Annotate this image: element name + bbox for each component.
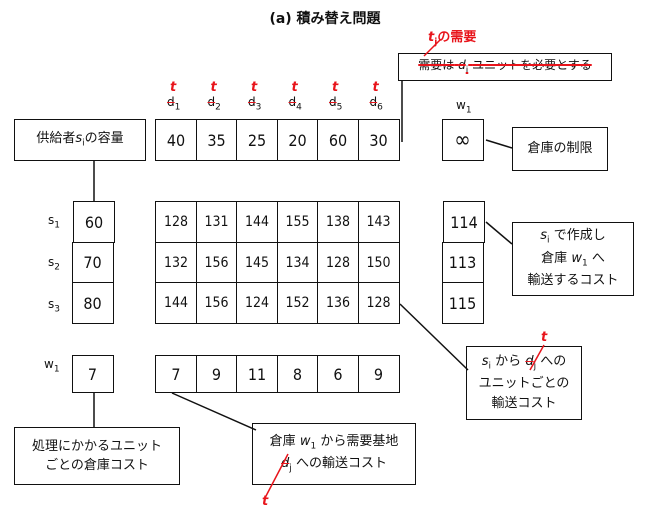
supplier-to-demand-t: t (541, 330, 548, 345)
demand-cell: 25 (236, 119, 278, 161)
cost-cell: 132 (155, 241, 197, 284)
supplier-capacity-label: 供給者siの容量 (14, 119, 146, 161)
cost-cell: 128 (357, 282, 400, 324)
warehouse-cost-column: 114 113 115 (441, 201, 485, 324)
cost-cell: 136 (317, 282, 359, 324)
demand-header-t: t (210, 80, 217, 95)
supplier-to-demand-note: si から dj への ユニットごとの 輸送コスト (466, 346, 582, 420)
demand-cell: 35 (195, 119, 238, 161)
demand-header-d: d4 (288, 95, 302, 113)
warehouse-to-demand-cell: 7 (155, 355, 197, 393)
w1-handling-cost-cell: 7 (71, 355, 114, 393)
cost-cell: 128 (317, 241, 359, 284)
capacity-cell: 70 (71, 241, 114, 284)
demand-header-d: d5 (329, 95, 343, 113)
demand-header-t: t (291, 80, 298, 95)
warehouse-to-demand-cell: 9 (357, 355, 400, 393)
warehouse-cost-cell: 115 (441, 282, 484, 324)
demand-note: 需要は di ユニットを必要とする (398, 53, 612, 81)
demand-header-t: t (170, 80, 177, 95)
warehouse-cost-note: si で作成し 倉庫 w1 へ 輸送するコスト (512, 222, 634, 296)
demand-header-d: d1 (167, 95, 181, 113)
capacity-cell: 60 (73, 201, 115, 243)
connector-t-red-bottom (265, 453, 289, 497)
warehouse-header: w1 (456, 98, 472, 116)
demand-header-t: t (251, 80, 258, 95)
w1-label: w1 (44, 357, 60, 375)
connector-supplier-to-demand (399, 303, 469, 371)
demand-cell: 60 (317, 119, 359, 161)
warehouse-limit-label: 倉庫の制限 (512, 127, 608, 171)
warehouse-to-demand-t: t (262, 494, 269, 509)
demand-header-t: t (372, 80, 379, 95)
warehouse-limit-cell: ∞ (441, 119, 484, 161)
cost-cell: 128 (155, 201, 197, 243)
demand-row: 40 35 25 20 60 30 (155, 119, 400, 161)
cost-cell: 152 (276, 282, 319, 324)
warehouse-to-demand-cell: 6 (317, 355, 359, 393)
cost-cell: 156 (195, 282, 238, 324)
demand-cell: 30 (357, 119, 400, 161)
connector-red-demand (423, 39, 441, 57)
supplier-label: s2 (48, 255, 60, 273)
cost-cell: 131 (195, 201, 238, 243)
demand-header-d: d6 (369, 95, 383, 113)
connector-t-red (529, 344, 545, 371)
warehouse-to-demand-cell: 8 (276, 355, 319, 393)
warehouse-to-demand-row: 7 9 11 8 6 9 (155, 355, 400, 393)
connector-warehouse-cost (485, 221, 513, 245)
connector-limit (485, 139, 513, 149)
cost-cell: 155 (276, 201, 319, 243)
demand-header-d: d2 (207, 95, 221, 113)
figure-title: (a) 積み替え問題 (269, 11, 381, 27)
demand-header-t: t (332, 80, 339, 95)
handling-cost-note: 処理にかかるユニット ごとの倉庫コスト (14, 427, 180, 485)
warehouse-cost-cell: 114 (443, 201, 485, 243)
warehouse-to-demand-note: 倉庫 w1 から需要基地 dj への輸送コスト (252, 423, 416, 485)
supplier-capacity-column: 60 70 80 (71, 201, 115, 324)
demand-cell: 20 (276, 119, 319, 161)
capacity-cell: 80 (71, 282, 114, 324)
supplier-label: s3 (48, 297, 60, 315)
cost-cell: 124 (236, 282, 278, 324)
demand-header-d: d3 (248, 95, 262, 113)
supplier-label: s1 (48, 213, 60, 231)
demand-red-label: tjの需要 (428, 30, 477, 48)
connector-warehouse-to-demand (171, 392, 257, 431)
